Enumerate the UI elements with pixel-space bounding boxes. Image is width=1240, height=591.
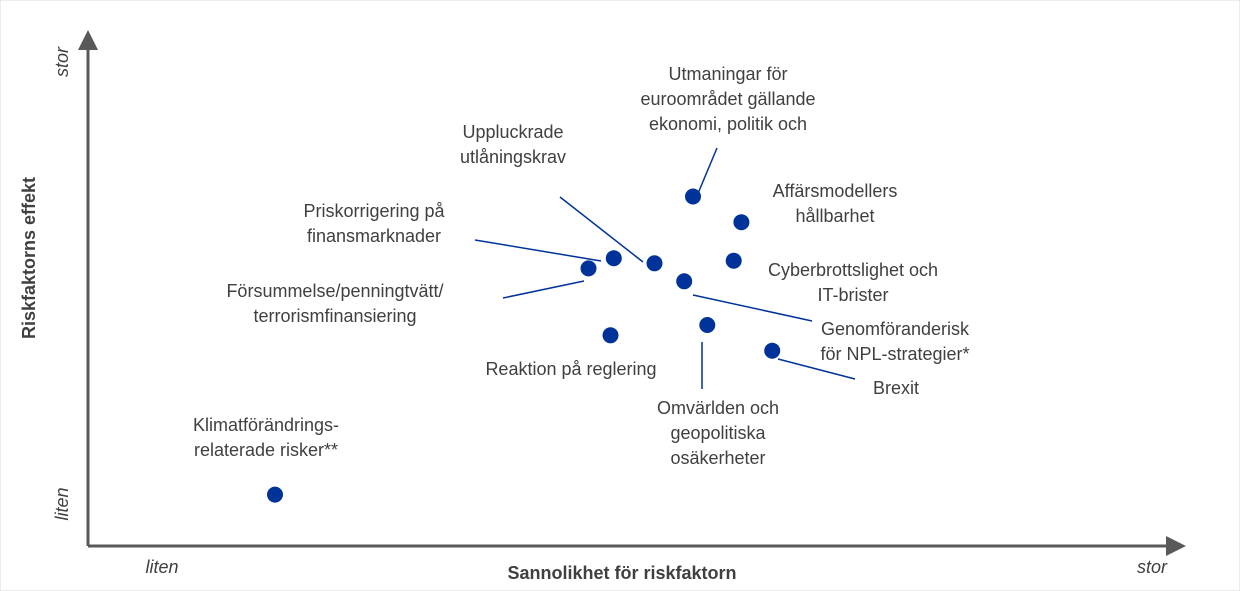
leader-line-forsummelse <box>502 280 585 299</box>
point-label-line: terrorismfinansiering <box>253 306 416 326</box>
point-label-line: Reaktion på reglering <box>485 359 656 379</box>
point-label-line: Priskorrigering på <box>303 201 445 221</box>
point-label-forsummelse: Försummelse/penningtvätt/terrorismfinans… <box>226 281 443 326</box>
data-point-cyberbrott <box>725 252 742 269</box>
point-label-klimat: Klimatförändrings-relaterade risker** <box>193 415 339 460</box>
point-label-affarsmodeller: Affärsmodellers hållbarhet <box>773 181 898 226</box>
x-axis-high-label: stor <box>1137 557 1168 577</box>
data-point-priskorrigering <box>605 250 622 267</box>
point-label-line: Uppluckrade <box>462 122 563 142</box>
point-label-line: Genomföranderisk <box>821 319 970 339</box>
point-label-utmaningar: Utmaningar för euroområdet gällande ekonom… <box>640 64 815 134</box>
point-label-line: IT-brister <box>817 285 888 305</box>
point-label-line: osäkerheter <box>670 448 765 468</box>
data-point-klimat <box>267 486 283 503</box>
point-label-line: Försummelse/penningtvätt/ <box>226 281 443 301</box>
y-axis-arrowhead <box>78 30 98 50</box>
data-point-utmaningar <box>685 188 701 205</box>
point-label-priskorrigering: Priskorrigering på finansmarknader <box>303 201 445 246</box>
leader-line-brexit <box>777 358 856 380</box>
point-label-line: geopolitiska <box>670 423 766 443</box>
data-point-affarsmodeller <box>733 214 750 231</box>
point-labels: Klimatförändrings-relaterade risker** För… <box>193 64 970 468</box>
point-label-reaktion: Reaktion på reglering <box>485 359 656 379</box>
y-axis-high-label: stor <box>52 46 72 77</box>
data-points <box>267 188 781 503</box>
point-label-line: Utmaningar för <box>668 64 787 84</box>
point-label-line: ekonomi, politik och <box>649 114 807 134</box>
x-axis-title: Sannolikhet för riskfaktorn <box>507 563 736 583</box>
point-label-genomforanderisk: Genomföranderisk för NPL-strategier* <box>820 319 970 364</box>
y-axis-low-label: liten <box>52 487 72 520</box>
point-label-line: relaterade risker** <box>194 440 338 460</box>
point-label-line: utlåningskrav <box>460 147 566 167</box>
leader-line-upplucktrade <box>559 196 644 263</box>
point-label-line: Affärsmodellers <box>773 181 898 201</box>
data-point-brexit <box>764 342 781 359</box>
leader-line-priskorrigering <box>474 239 602 262</box>
point-label-brexit: Brexit <box>873 378 919 398</box>
y-axis-title: Riskfaktorns effekt <box>19 177 39 339</box>
data-point-omvarlden <box>699 317 716 333</box>
point-label-line: euroområdet gällande <box>640 89 815 109</box>
data-point-genomforanderisk <box>676 273 693 290</box>
data-point-reaktion <box>602 327 619 344</box>
point-label-line: finansmarknader <box>307 226 441 246</box>
point-label-line: Klimatförändrings- <box>193 415 339 435</box>
data-point-upplucktrade <box>646 255 663 272</box>
leader-lines <box>474 147 856 389</box>
point-label-line: Brexit <box>873 378 919 398</box>
point-label-line: Cyberbrottslighet och <box>768 260 938 280</box>
x-axis-low-label: liten <box>145 557 178 577</box>
point-label-line: för NPL-strategier* <box>820 344 969 364</box>
point-label-omvarlden: Omvärlden och geopolitiska osäkerheter <box>657 398 779 468</box>
data-point-forsummelse <box>580 260 597 277</box>
x-axis-arrowhead <box>1166 536 1186 556</box>
point-label-upplucktrade: Uppluckrade utlåningskrav <box>460 122 566 167</box>
point-label-line: Omvärlden och <box>657 398 779 418</box>
point-label-line: hållbarhet <box>795 206 874 226</box>
leader-line-genomforanderisk <box>692 294 813 322</box>
